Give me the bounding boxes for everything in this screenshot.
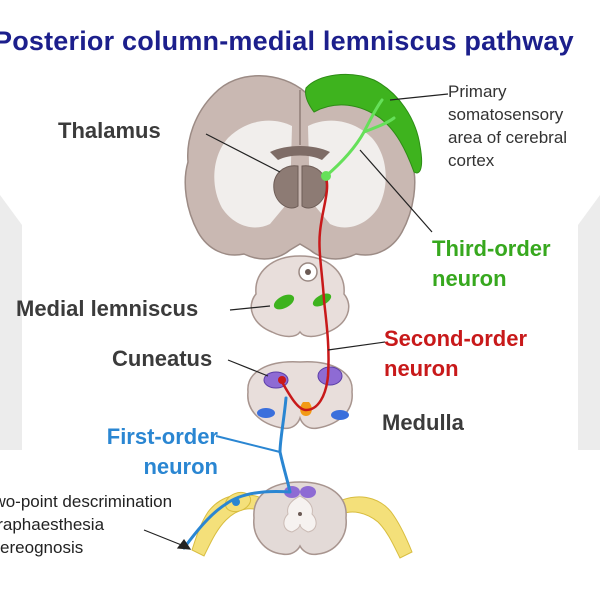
white-matter-left	[214, 120, 292, 228]
medial-lemniscus-right	[312, 293, 332, 307]
spinal-nerve-right	[341, 496, 413, 559]
second-order-leader	[327, 341, 386, 351]
right-background-arrow	[578, 195, 600, 450]
third-order-label: Third-order neuron	[432, 234, 551, 294]
diagram-title: Posterior column-medial lemniscus pathwa…	[0, 26, 574, 56]
spinal-cord-section	[191, 481, 413, 559]
medulla-section	[247, 361, 353, 430]
medulla-label: Medulla	[382, 410, 464, 435]
brain-section	[184, 74, 423, 260]
nucleus-cuneatus-right	[317, 366, 343, 386]
modalities-label: Two-point descrimination Graphaesthesia …	[0, 490, 172, 559]
first-order-neuron-path	[182, 396, 292, 550]
ventricles	[270, 146, 330, 160]
aqueduct-core	[305, 269, 311, 275]
first-order-leader	[215, 435, 281, 453]
modality-graphaesthesia: Graphaesthesia	[0, 515, 105, 534]
modality-stereognosis: Stereognosis	[0, 538, 84, 557]
first-order-label-line-2: neuron	[143, 454, 218, 479]
first-order-label-line-1: First-order	[106, 424, 218, 449]
medial-lemniscus-left	[273, 294, 295, 310]
third-order-label-line-2: neuron	[432, 266, 507, 291]
cortex-label-line-1: Primary	[448, 82, 507, 101]
cortex-label-line-4: cortex	[448, 151, 495, 170]
cortex-label-line-3: area of cerebral	[448, 128, 568, 147]
dorsal-column-right	[300, 486, 316, 498]
first-order-label: First-order neuron	[60, 422, 218, 482]
midbrain-section	[250, 255, 350, 338]
second-order-label: Second-order neuron	[384, 324, 527, 384]
third-order-cell-body	[321, 171, 331, 181]
medulla-tract-left	[257, 408, 275, 418]
cortex-highlight	[305, 74, 423, 174]
cortex-label: Primary somatosensory area of cerebral c…	[448, 80, 567, 172]
modalities-arrowhead	[176, 538, 192, 550]
cortex-label-line-2: somatosensory	[448, 105, 564, 124]
leader-lines	[143, 93, 449, 550]
background-arrows	[0, 195, 600, 450]
thalamus-label: Thalamus	[58, 118, 161, 143]
medial-lemniscus-leader	[229, 305, 271, 311]
central-canal	[298, 512, 302, 516]
medulla-tract-right	[331, 410, 349, 420]
second-order-neuron-path	[280, 176, 330, 412]
third-order-neuron-path	[324, 98, 396, 178]
second-order-label-line-2: neuron	[384, 356, 459, 381]
thalamus-left	[273, 165, 299, 209]
cuneatus-label: Cuneatus	[112, 346, 213, 371]
thalamus-leader	[205, 133, 281, 173]
third-order-leader	[359, 149, 433, 233]
first-order-cell-body	[232, 498, 240, 506]
second-order-label-line-1: Second-order	[384, 326, 528, 351]
modality-two-point-discrimination: Two-point descrimination	[0, 492, 173, 511]
white-matter-right	[308, 120, 386, 228]
left-background-arrow	[0, 195, 22, 450]
modalities-leader	[143, 529, 185, 547]
midbrain-outline	[250, 255, 350, 338]
neuron-paths	[182, 98, 396, 550]
third-order-label-line-1: Third-order	[432, 236, 551, 261]
cuneatus-leader	[227, 359, 269, 377]
medial-lemniscus-label: Medial lemniscus	[16, 296, 199, 321]
second-order-cell-body	[278, 376, 286, 384]
cortex-leader	[389, 93, 449, 101]
